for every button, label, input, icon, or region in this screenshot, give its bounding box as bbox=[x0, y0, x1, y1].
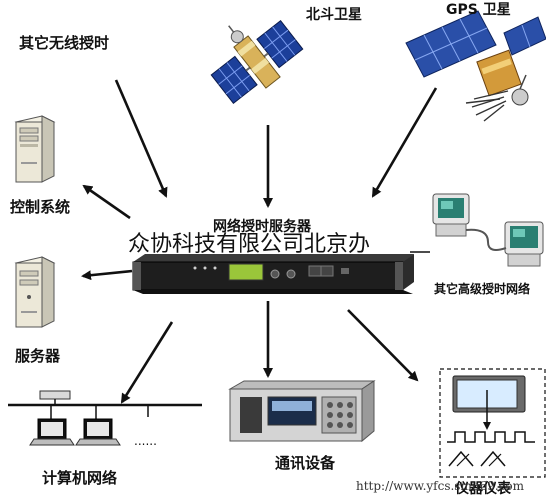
label-gps: GPS 卫星 bbox=[446, 2, 511, 18]
label-instruments: 仪器仪表 bbox=[455, 481, 511, 497]
label-computer-network: 计算机网络 bbox=[42, 469, 118, 487]
network-timing-server-device bbox=[132, 254, 414, 294]
computer-network-icon: ...... bbox=[8, 390, 202, 448]
label-server: 服务器 bbox=[15, 347, 61, 365]
gps-satellite-icon bbox=[405, 10, 546, 122]
svg-text:......: ...... bbox=[134, 434, 157, 448]
label-beidou: 北斗卫星 bbox=[306, 7, 362, 23]
label-comm-equipment: 通讯设备 bbox=[275, 454, 336, 472]
advanced-network-computers-icon bbox=[430, 192, 548, 274]
arrow-gps-to-server bbox=[371, 87, 438, 198]
label-other-wireless: 其它无线授时 bbox=[19, 34, 110, 52]
watermark-url: http://www.yfcs.smu69.com bbox=[356, 479, 524, 493]
arrow-wireless-to-server bbox=[114, 79, 168, 198]
beidou-satellite-icon bbox=[210, 20, 304, 104]
watermark-company: 众协科技有限公司北京办 bbox=[128, 232, 371, 257]
communication-equipment-icon bbox=[228, 380, 376, 443]
label-advanced-network: 其它高级授时网络 bbox=[434, 282, 531, 296]
arrow-server-to-control bbox=[82, 184, 131, 220]
label-control-system: 控制系统 bbox=[10, 198, 71, 216]
control-system-computer-icon bbox=[14, 115, 56, 183]
arrow-server-to-servercomp bbox=[81, 269, 133, 281]
arrow-server-to-computers bbox=[120, 321, 174, 404]
server-computer-icon bbox=[14, 256, 56, 328]
arrow-server-to-instruments bbox=[347, 309, 419, 382]
label-center-server: 网络授时服务器 bbox=[213, 219, 311, 235]
instruments-icon bbox=[439, 368, 546, 478]
